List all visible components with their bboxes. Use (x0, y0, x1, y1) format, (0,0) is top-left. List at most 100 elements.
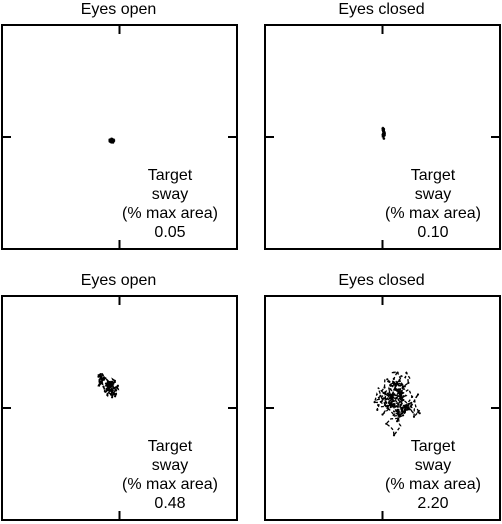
sway-point (388, 397, 391, 400)
panel-title: Eyes closed (338, 272, 425, 289)
sway-label-line-1: Target (147, 438, 193, 455)
sway-point (398, 379, 401, 382)
sway-point (389, 404, 392, 407)
sway-point (100, 375, 103, 378)
sway-point (97, 375, 100, 378)
panel-title: Eyes closed (338, 1, 425, 18)
sway-label-line-2: sway (414, 457, 452, 474)
plot-area: Target sway (% max area) 2.20 (264, 295, 501, 521)
sway-point (115, 389, 118, 392)
sway-point (116, 385, 119, 389)
sway-point (383, 397, 386, 400)
sway-label-line-1: Target (147, 167, 193, 184)
sway-point (402, 414, 405, 417)
sway-value: 0.10 (417, 224, 449, 241)
plot-area: Target sway (% max area) 0.48 (1, 295, 238, 521)
sway-point (401, 386, 405, 389)
sway-point (98, 380, 101, 383)
sway-annotation: Target sway (% max area) 0.10 (373, 166, 493, 242)
panel-bottom-right: Eyes closed Target sway (% max area) 2.2… (263, 271, 501, 524)
sway-point (400, 396, 403, 399)
sway-point (403, 410, 406, 413)
sway-point (107, 380, 110, 383)
sway-point (373, 401, 376, 404)
sway-point (102, 385, 105, 388)
sway-point (403, 405, 406, 408)
sway-point (396, 371, 399, 374)
sway-point (384, 392, 387, 395)
sway-point (398, 414, 401, 417)
sway-point (399, 394, 403, 397)
sway-label-line-2: sway (414, 186, 452, 203)
panel-bottom-left: Eyes open Target sway (% max area) 0.48 (0, 271, 238, 524)
sway-point (104, 382, 108, 385)
sway-point (392, 396, 395, 399)
sway-label-line-1: Target (410, 438, 456, 455)
sway-point (383, 386, 386, 389)
sway-point (105, 387, 108, 390)
sway-point (410, 401, 413, 404)
sway-point (393, 381, 396, 384)
sway-point (407, 406, 410, 410)
sway-point (407, 381, 410, 384)
sway-point (113, 379, 116, 382)
sway-label-line-2: sway (151, 457, 189, 474)
sway-point (392, 393, 395, 396)
sway-point (112, 138, 116, 142)
sway-label-line-3: (% max area) (384, 476, 482, 493)
sway-point (105, 384, 108, 387)
sway-point (389, 394, 392, 397)
panel-top-left: Eyes open Target sway (% max area) 0.05 (0, 0, 238, 253)
sway-point (106, 394, 109, 397)
sway-point (396, 420, 399, 423)
plot-area: Target sway (% max area) 0.05 (1, 24, 238, 250)
sway-point (400, 399, 403, 402)
sway-point (114, 395, 117, 398)
sway-point (99, 373, 102, 376)
sway-point (385, 422, 388, 425)
sway-point (382, 129, 385, 133)
sway-point (402, 395, 405, 398)
sway-point (399, 392, 402, 395)
sway-point (416, 393, 420, 396)
sway-point (381, 413, 384, 416)
sway-trace (266, 26, 499, 248)
panel-title: Eyes open (80, 272, 157, 289)
sway-point (112, 386, 115, 390)
sway-point (403, 385, 406, 388)
sway-point (395, 396, 398, 399)
sway-label-line-3: (% max area) (121, 476, 219, 493)
sway-point (394, 388, 398, 391)
sway-value: 2.20 (417, 495, 449, 512)
sway-point (386, 378, 389, 381)
sway-trace (3, 297, 236, 519)
sway-point (101, 379, 104, 382)
panel-title: Eyes open (80, 1, 157, 18)
sway-point (393, 403, 396, 406)
sway-annotation: Target sway (% max area) 0.48 (110, 437, 230, 513)
sway-point (389, 383, 392, 386)
sway-annotation: Target sway (% max area) 0.05 (110, 166, 230, 242)
sway-point (386, 404, 389, 407)
sway-trace (3, 26, 236, 248)
sway-value: 0.48 (154, 495, 186, 512)
sway-point (108, 389, 111, 392)
sway-annotation: Target sway (% max area) 2.20 (373, 437, 493, 513)
sway-label-line-2: sway (151, 186, 189, 203)
sway-point (108, 386, 111, 389)
sway-point (382, 134, 385, 138)
sway-point (390, 401, 393, 404)
sway-point (376, 408, 379, 411)
sway-point (412, 415, 416, 418)
sway-point (396, 405, 399, 408)
sway-point (397, 403, 400, 406)
sway-point (384, 401, 387, 404)
sway-point (112, 382, 115, 385)
sway-point (411, 395, 414, 398)
sway-point (389, 388, 392, 391)
sway-label-line-3: (% max area) (384, 205, 482, 222)
sway-point (110, 383, 113, 386)
sway-path (373, 371, 422, 438)
sway-trace (266, 297, 499, 519)
sway-point (392, 434, 396, 437)
